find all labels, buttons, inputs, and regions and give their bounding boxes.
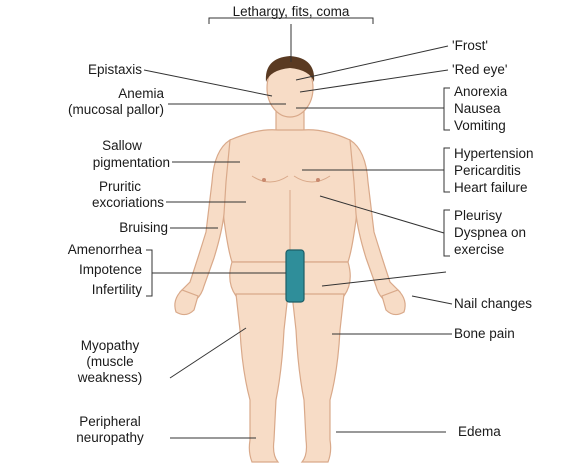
label-nausea: Nausea — [454, 101, 501, 117]
label-epistaxis: Epistaxis — [40, 62, 142, 78]
label-exercise: exercise — [454, 242, 504, 258]
label-edema: Edema — [458, 424, 501, 440]
label-neuropathy: neuropathy — [50, 430, 170, 446]
label-myopathy: Myopathy — [50, 338, 170, 354]
label-pruritic: Pruritic — [70, 179, 170, 195]
label-pigmentation: pigmentation — [30, 155, 170, 171]
label-anorexia: Anorexia — [454, 84, 507, 100]
label-impotence: Impotence — [30, 262, 142, 278]
label-frost: 'Frost' — [452, 38, 488, 54]
label-bruising: Bruising — [60, 220, 168, 236]
label-pericarditis: Pericarditis — [454, 163, 521, 179]
label-peripheral: Peripheral — [50, 414, 170, 430]
label-bone-pain: Bone pain — [454, 326, 515, 342]
label-heart-failure: Heart failure — [454, 180, 528, 196]
kidney-marker — [286, 250, 304, 302]
label-sallow: Sallow — [72, 138, 172, 154]
label-nail-changes: Nail changes — [454, 296, 532, 312]
label-vomiting: Vomiting — [454, 118, 506, 134]
label-amenorrhea: Amenorrhea — [30, 242, 142, 258]
label-hypertension: Hypertension — [454, 146, 534, 162]
label-dyspnea: Dyspnea on — [454, 225, 526, 241]
label-infertility: Infertility — [30, 282, 142, 298]
label-weakness: weakness) — [50, 370, 170, 386]
label-anemia: Anemia — [40, 86, 164, 102]
label-red-eye: 'Red eye' — [452, 62, 507, 78]
label-lethargy: Lethargy, fits, coma — [209, 4, 373, 20]
label-pleurisy: Pleurisy — [454, 208, 502, 224]
label-mucosal-pallor: (mucosal pallor) — [4, 102, 164, 118]
label-excoriations: excoriations — [30, 195, 164, 211]
label-muscle: (muscle — [50, 354, 170, 370]
